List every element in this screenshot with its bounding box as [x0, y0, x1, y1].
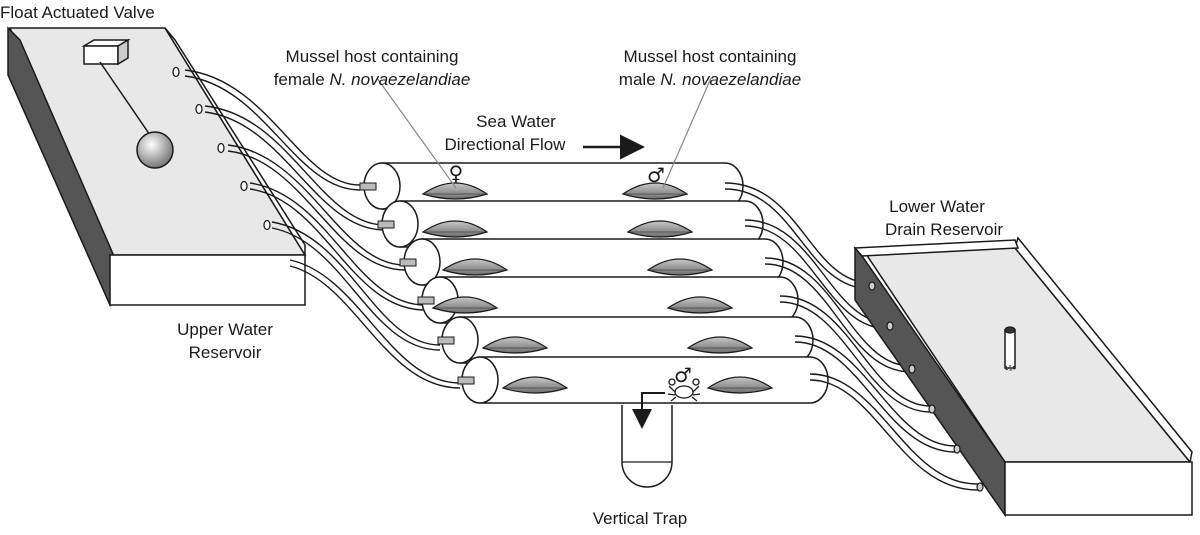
culture-tube [359, 162, 744, 210]
mussel-host-icon [481, 336, 549, 354]
culture-tube [417, 276, 799, 324]
culture-tube [377, 200, 764, 248]
mussel-host-icon [666, 296, 734, 314]
inlet-hoses [184, 69, 461, 389]
lower-reservoir-label-line2: Drain Reservoir [885, 220, 1003, 239]
flow-label-line1: Sea Water [476, 112, 556, 131]
tube-inlet-nozzle [359, 182, 377, 191]
flow-label-line2: Directional Flow [445, 135, 567, 154]
float-valve-label: Float Actuated Valve [0, 3, 155, 22]
culture-tube [399, 238, 784, 286]
trap-male-symbol-icon: ♂ [674, 363, 692, 387]
float-ball-icon [136, 131, 174, 169]
upper-water-reservoir [7, 26, 307, 308]
mussel-host-icon [646, 258, 714, 276]
tube-inlet-nozzle [399, 258, 417, 267]
float-arm [99, 61, 153, 139]
trap-arrow-icon [632, 392, 665, 429]
upper-reservoir-label-line2: Reservoir [189, 343, 262, 362]
culture-tube [437, 316, 814, 364]
crab-icon [667, 378, 701, 402]
lower-drain-reservoir [853, 236, 1193, 518]
mussel-host-icon [441, 258, 509, 276]
tube-inlet-nozzle [437, 336, 455, 345]
female-host-label-line2: female N. novaezelandiae [274, 70, 471, 89]
female-symbol-icon: ♀ [449, 161, 464, 185]
upper-reservoir-label-line1: Upper Water [177, 320, 273, 339]
tube-body [439, 276, 799, 324]
upper-reservoir-outlet-holes [172, 66, 271, 231]
male-symbol-icon: ♂ [647, 163, 665, 187]
outlet-hoses [724, 182, 979, 491]
vertical-trap [621, 392, 673, 488]
drain-pipe-icon [1004, 326, 1016, 371]
female-host-label-line1: Mussel host containing [286, 47, 459, 66]
male-leader-line [662, 77, 712, 189]
mussel-host-icon [421, 182, 489, 200]
lower-reservoir-back-wall [1014, 236, 1193, 464]
male-host-label-line1: Mussel host containing [624, 47, 797, 66]
lower-reservoir-front-face [1004, 461, 1193, 516]
tube-inlet-nozzle [377, 220, 395, 229]
mussel-host-icon [706, 376, 774, 394]
culture-tubes [359, 162, 829, 404]
female-leader-line [376, 77, 457, 189]
mussel-host-icon [621, 182, 689, 200]
lower-reservoir-inlet-holes [868, 281, 984, 492]
male-host-label-line2: male N. novaezelandiae [619, 70, 801, 89]
valve-box-icon [81, 38, 131, 66]
mussel-host-icon [431, 296, 499, 314]
upper-reservoir-front-face [109, 254, 306, 306]
mussel-host-icon [626, 220, 694, 238]
tube-inlet-nozzle [457, 376, 475, 385]
upper-reservoir-right-wall [164, 27, 306, 258]
mussel-host-icon [501, 376, 569, 394]
culture-tube [457, 356, 829, 404]
mussel-host-icon [421, 220, 489, 238]
tube-inlet-nozzle [417, 296, 435, 305]
mussel-host-icon [686, 336, 754, 354]
lower-reservoir-label-line1: Lower Water [889, 197, 985, 216]
vertical-trap-label: Vertical Trap [593, 509, 688, 528]
